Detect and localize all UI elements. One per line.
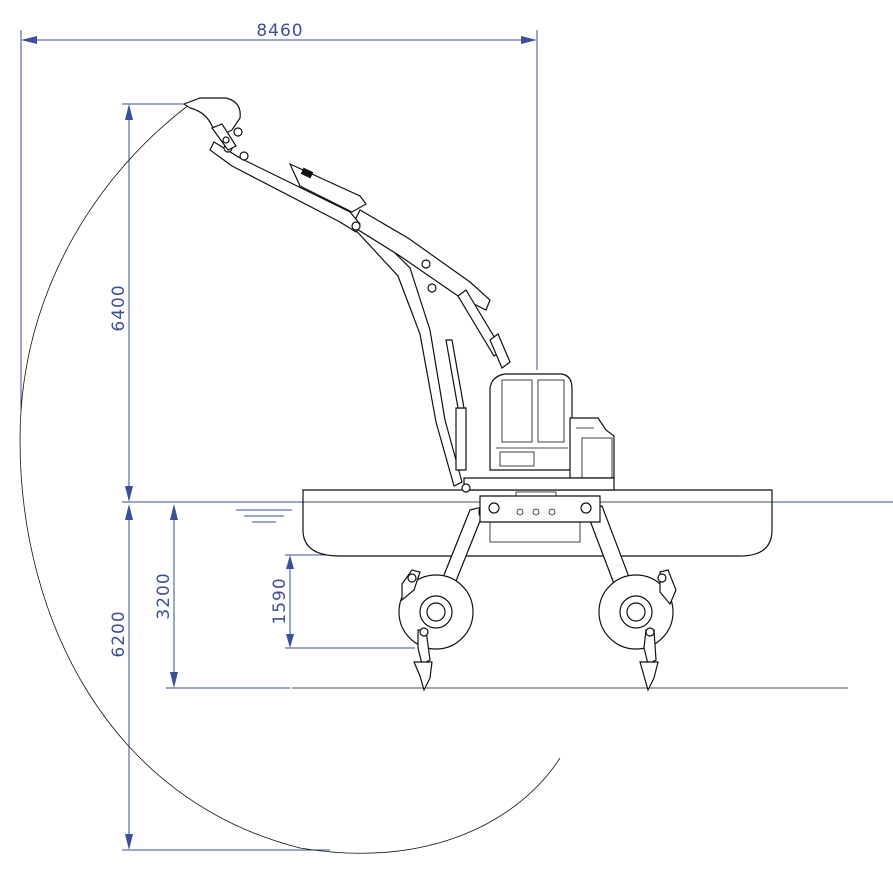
right-wheel (598, 569, 677, 692)
dimension-platform-depth: 3200 (154, 504, 290, 689)
water-level-icon (236, 509, 292, 523)
engine-housing (569, 417, 615, 479)
dimension-leg-clearance: 1590 (270, 554, 415, 649)
dimension-depth: 6200 (109, 504, 330, 851)
arm (209, 141, 367, 233)
working-range-envelope (19, 103, 561, 854)
boom-cylinder (445, 339, 467, 471)
reach-label: 8460 (256, 21, 303, 41)
height-label: 6400 (109, 284, 129, 331)
depth-label: 6200 (109, 610, 129, 657)
boom (349, 209, 491, 493)
undercarriage (479, 495, 601, 523)
platform-depth-label: 3200 (154, 572, 174, 619)
dimension-height: 6400 (109, 103, 185, 502)
cab (489, 373, 573, 471)
dimension-reach: 8460 (20, 21, 538, 410)
bucket (182, 97, 243, 151)
leg-clearance-label: 1590 (270, 577, 290, 624)
arm-cylinder (457, 289, 511, 369)
left-wheel (398, 569, 474, 692)
